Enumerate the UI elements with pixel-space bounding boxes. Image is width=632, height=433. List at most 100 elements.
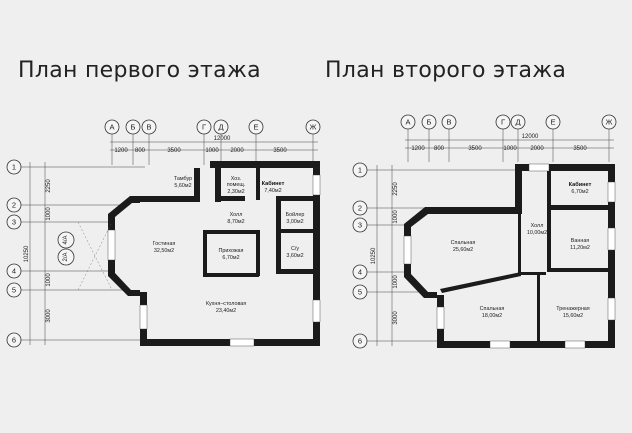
room-area: 11,20м2 (570, 245, 590, 251)
axis-label: Б (427, 118, 432, 127)
axis-label: Е (253, 123, 258, 132)
floor1-plan: А Б В Г Д Е Ж 12000 1200 800 3500 1000 2… (6, 119, 321, 348)
room-area: 2,30м2 (227, 189, 244, 195)
axis-label: Е (550, 118, 555, 127)
axis-label: Б (131, 123, 136, 132)
room-area: 23,40м2 (216, 308, 236, 314)
axis-label: А (109, 123, 114, 132)
dim-label: 2000 (530, 146, 544, 152)
window (607, 181, 616, 203)
room-area: 25,60м2 (453, 247, 473, 253)
axis-label: Ж (606, 118, 613, 127)
dim-label: 3000 (393, 311, 399, 325)
room-name: помещ. (227, 182, 246, 188)
room-area: 3,00м2 (286, 219, 303, 225)
dim-label: 3500 (167, 148, 181, 154)
axis-mark: 4/A (63, 235, 69, 244)
room-name: Спальная (451, 240, 476, 246)
window (607, 297, 616, 321)
room-name: Ванная (571, 238, 590, 244)
room-area: 8,70м2 (227, 219, 244, 225)
axis-label: Г (501, 118, 505, 127)
axis-label: В (146, 123, 151, 132)
window (436, 306, 445, 330)
room-area: 5,60м2 (174, 183, 191, 189)
room-name: Кабинет (262, 180, 285, 187)
dim-label: 1000 (46, 207, 52, 221)
axis-label: Д (515, 118, 520, 127)
dim-label: 3500 (573, 146, 587, 152)
window (403, 235, 412, 265)
floor1-title: План первого этажа (18, 58, 261, 83)
axis-label: 4 (12, 267, 16, 276)
axis-mark: 2/A (63, 252, 69, 261)
axis-label: 4 (358, 268, 362, 277)
dim-label: 800 (434, 146, 445, 152)
room-area: 7,40м2 (264, 188, 281, 194)
window (229, 338, 255, 347)
room-name: Холл (531, 223, 544, 229)
dim-label: 3500 (468, 146, 482, 152)
room-name: Прихожая (219, 248, 244, 254)
dim-label: 1200 (114, 148, 128, 154)
dim-total: 10250 (24, 245, 30, 262)
dim-label: 2000 (230, 148, 244, 154)
room-name: Холл (230, 212, 243, 218)
floor2-axis-letters: А Б В Г Д Е Ж (400, 114, 617, 130)
dim-label: 1000 (46, 273, 52, 287)
room-area: 6,70м2 (571, 189, 588, 195)
floor1-axis-numbers: 1 2 3 4 5 6 (6, 159, 22, 348)
room-area: 32,50м2 (154, 248, 174, 254)
axis-label: 3 (358, 221, 362, 230)
room-name: Бойлер (286, 211, 305, 218)
room-name: Спальная (480, 306, 505, 312)
room-name: Хоз. (231, 176, 241, 182)
window (312, 174, 321, 196)
room-area: 3,60м2 (286, 253, 303, 259)
axis-label: 6 (358, 337, 362, 346)
axis-label: Г (202, 123, 206, 132)
dim-total: 12000 (522, 134, 539, 140)
room-name: Гостиная (153, 241, 176, 247)
window (312, 299, 321, 323)
axis-label: 3 (12, 218, 16, 227)
window (489, 340, 511, 349)
dim-label: 1000 (393, 210, 399, 224)
room-name: С/у (291, 246, 299, 252)
room-area: 6,70м2 (222, 255, 239, 261)
dim-label: 3500 (273, 148, 287, 154)
axis-label: А (405, 118, 410, 127)
window (528, 163, 550, 172)
dim-label: 1000 (205, 148, 219, 154)
dim-label: 2250 (393, 182, 399, 196)
axis-label: Ж (310, 123, 317, 132)
dim-total: 12000 (214, 136, 231, 142)
room-name: Кабинет (569, 181, 592, 188)
floor2-axis-numbers: 1 2 3 4 5 6 (352, 162, 368, 349)
window (139, 304, 148, 330)
dim-label: 1200 (411, 146, 425, 152)
room-name: Кухня–столовая (206, 301, 246, 307)
room-area: 18,00м2 (482, 313, 502, 319)
dim-label: 3000 (46, 309, 52, 323)
axis-label: 5 (358, 288, 362, 297)
room-area: 15,60м2 (563, 313, 583, 319)
dim-label: 1000 (393, 275, 399, 289)
dim-label: 800 (135, 148, 146, 154)
axis-label: В (446, 118, 451, 127)
axis-label: 6 (12, 336, 16, 345)
axis-label: 5 (12, 286, 16, 295)
floor2-title: План второго этажа (325, 58, 567, 83)
dim-total: 10250 (371, 247, 377, 264)
room-name: Тамбур (174, 176, 192, 182)
window (107, 229, 116, 261)
dim-label: 1000 (503, 146, 517, 152)
window (564, 340, 586, 349)
room-name: Тренажерная (556, 306, 590, 312)
window (607, 227, 616, 251)
floor1-axis-letters: А Б В Г Д Е Ж (104, 119, 321, 135)
axis-label: Д (218, 123, 223, 132)
room-area: 10,00м2 (527, 230, 547, 236)
axis-label: 1 (358, 166, 362, 175)
